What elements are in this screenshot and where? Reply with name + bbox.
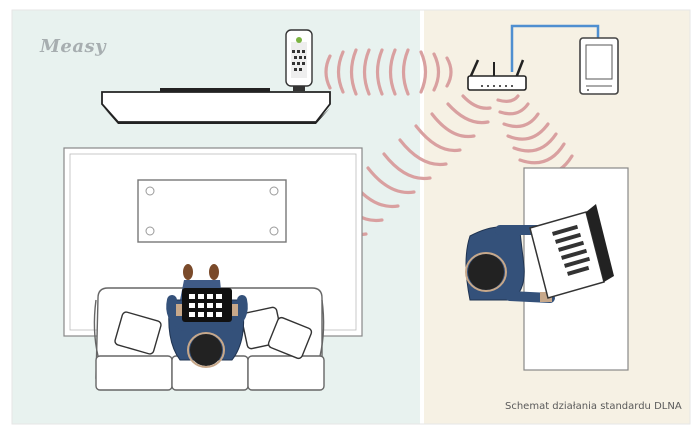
diagram-caption: Schemat działania standardu DLNA xyxy=(505,401,682,412)
signal-waves-dongle-router xyxy=(324,48,453,96)
tablet-icon xyxy=(182,288,232,322)
android-dongle-icon xyxy=(285,29,313,91)
wifi-router-icon xyxy=(467,59,527,91)
laptop-icon xyxy=(529,204,614,299)
brand-logo: Measy xyxy=(40,36,107,57)
ethernet-cable xyxy=(510,24,600,72)
tv-stand-icon xyxy=(101,88,331,124)
nas-drive-icon xyxy=(579,37,619,95)
diagram-frame xyxy=(11,9,691,425)
coffee-table-icon xyxy=(137,179,287,243)
person-at-desk-icon xyxy=(465,224,555,303)
